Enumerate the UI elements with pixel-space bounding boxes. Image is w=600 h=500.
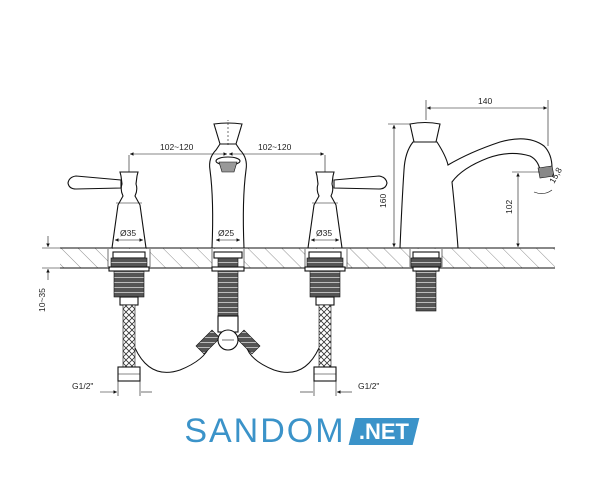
label-height-spout: 102 [504, 200, 514, 214]
label-thread-left: G1/2" [72, 381, 93, 391]
label-mount-depth: 10~35 [37, 288, 47, 312]
spout-side-view [399, 121, 555, 312]
label-diam-center: Ø25 [218, 228, 234, 238]
supply-hoses [117, 304, 337, 382]
logo-wordmark: SANDOM [184, 412, 346, 450]
center-spout [209, 122, 247, 317]
logo-badge: .NET [348, 417, 420, 445]
left-handle-valve [67, 171, 150, 306]
label-diam-right: Ø35 [316, 228, 332, 238]
dimension-lines [42, 100, 553, 396]
label-spacing-right: 102~120 [258, 142, 292, 152]
logo-badge-text: .NET [358, 418, 409, 444]
label-spacing-left: 102~120 [160, 142, 194, 152]
label-thread-right: G1/2" [358, 381, 379, 391]
brand-logo: SANDOM .NET [0, 409, 600, 453]
label-diam-left: Ø35 [120, 228, 136, 238]
dimension-labels: 102~120 102~120 140 160 102 15,8 Ø35 Ø25… [37, 96, 564, 391]
right-handle-valve [304, 171, 388, 306]
label-reach: 140 [478, 96, 492, 106]
label-height-total: 160 [378, 194, 388, 208]
